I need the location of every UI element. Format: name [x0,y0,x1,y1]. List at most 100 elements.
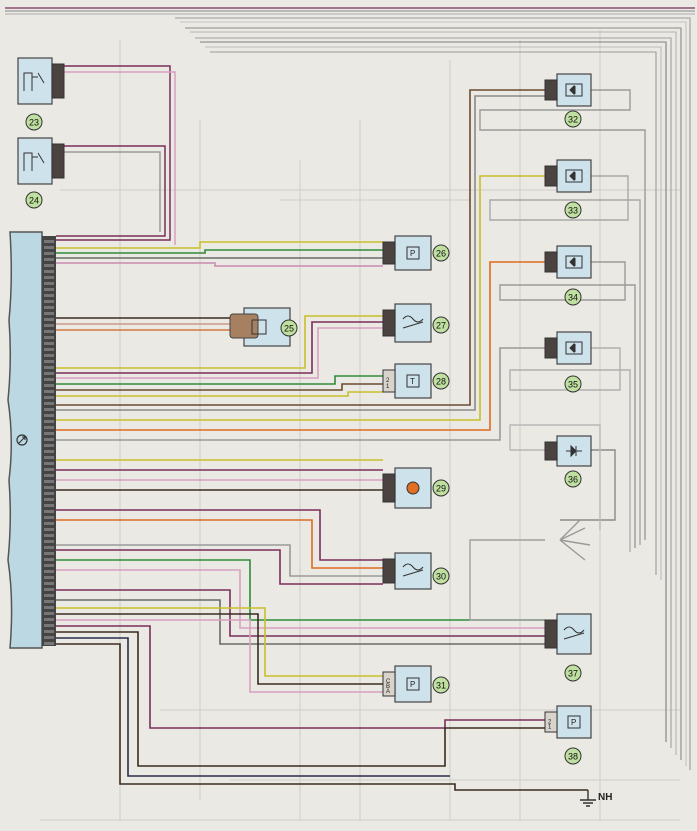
component-number-text: 27 [436,321,446,331]
component-number-25: 25 [280,319,298,337]
component-connector [544,711,558,733]
ecu-pin [44,552,54,555]
ecu-pin [44,474,54,477]
ecu-pin [44,594,54,597]
ecu-pin [44,576,54,579]
component-connector [544,337,558,359]
ecu-pin [44,636,54,639]
component-body [556,331,592,365]
component-number-text: 26 [436,249,446,259]
injector-icon [565,255,583,269]
ecu-pin [44,324,54,327]
component-connector [544,251,558,273]
component-connector [544,441,558,461]
ground-label: NH [598,792,612,803]
pressure-sensor-icon: P [406,677,420,691]
ecu-pin [44,450,54,453]
component-number-31: 31 [432,676,450,694]
component-number-text: 28 [436,377,446,387]
component-connector [382,473,396,503]
component-connector [51,63,65,99]
component-number-text: 29 [436,484,446,494]
pin-label: C [386,679,391,685]
ecu-pin [44,318,54,321]
ecu-pin [44,540,54,543]
relay-icon [23,72,45,91]
component-33: 33 [544,159,592,219]
component-number-36: 36 [564,470,582,488]
component-35: 35 [544,331,592,393]
svg-text:P: P [571,718,576,727]
component-number-text: 38 [568,752,578,762]
svg-text:P: P [410,680,415,689]
ecu-pin [44,480,54,483]
ecu-pin [44,360,54,363]
component-number-24: 24 [25,191,43,209]
component-24: 24 [17,137,65,209]
ecu-pin [44,312,54,315]
component-number-text: 35 [568,380,578,390]
ecu-pin [44,456,54,459]
ecu-pin [44,384,54,387]
ecu-pin [44,462,54,465]
ecu-pin [44,294,54,297]
component-connector [382,369,396,393]
sensor-icon [402,315,424,329]
component-body [556,613,592,655]
pin-label: 2 [548,719,552,725]
ecu-pin [44,564,54,567]
ecu-pin [44,348,54,351]
ecu-wires [56,89,588,791]
component-body [394,552,432,590]
component-number-text: 23 [29,118,39,128]
component-number-text: 25 [284,324,294,334]
component-connector [382,241,396,265]
ecu-pin [44,492,54,495]
component-number-28: 28 [432,372,450,390]
component-number-text: 36 [568,475,578,485]
component-number-27: 27 [432,316,450,334]
pin-label: B [386,684,390,690]
component-number-text: 32 [568,115,578,125]
component-connector [51,143,65,179]
right-wire-bundle [175,17,691,770]
ecu-pin [44,264,54,267]
top-border-wires [5,7,695,15]
component-connector [544,165,558,187]
component-connector [382,558,396,584]
injector-icon [565,169,583,183]
ecu-pin [44,618,54,621]
ecu-pin [44,624,54,627]
sensor-icon [563,626,585,640]
component-37: 37 [544,613,592,682]
component-body [394,303,432,343]
component-23: 23 [17,57,65,131]
ecu-pin [44,432,54,435]
ecu-pin [44,336,54,339]
component-number-32: 32 [564,110,582,128]
component-29: 29 [382,467,450,509]
component-34: 34 [544,245,592,306]
ecu-pin [44,486,54,489]
ecu-pin [44,528,54,531]
ecu-pin [44,282,54,285]
ecu-symbol-icon [16,434,28,446]
ecu-pin [44,372,54,375]
ecu-pin [44,468,54,471]
component-body [556,705,592,739]
component-number-text: 30 [436,572,446,582]
right-component-wires [469,89,646,621]
component-25: 25 [229,307,298,347]
component-30: 30 [382,552,450,590]
pin-label: 2 [386,378,390,384]
ecu-pin [44,570,54,573]
component-number-26: 26 [432,244,450,262]
ecu-pin [44,558,54,561]
component-number-34: 34 [564,288,582,306]
component-connector [382,309,396,337]
ecu-pin [44,396,54,399]
